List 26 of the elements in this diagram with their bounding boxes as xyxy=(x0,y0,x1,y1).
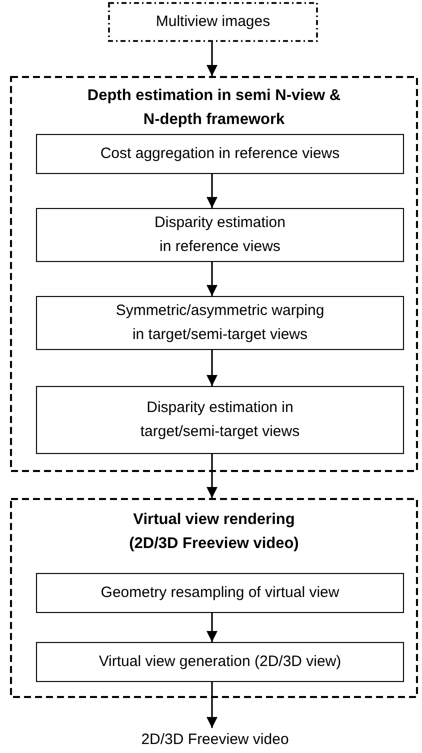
arrow xyxy=(206,454,218,498)
box-label: Virtual view generation (2D/3D view) xyxy=(98,652,342,672)
box-label: Multiview images xyxy=(156,12,270,32)
process-box xyxy=(36,134,404,174)
box-label: Disparity estimation in reference views xyxy=(154,213,286,257)
arrow xyxy=(206,350,218,386)
process-box xyxy=(36,208,404,262)
input-box xyxy=(108,2,318,42)
arrow xyxy=(206,174,218,208)
arrow xyxy=(206,262,218,296)
box-label: Cost aggregation in reference views xyxy=(100,144,340,164)
group-heading: Depth estimation in semi N-view & N-depth framework xyxy=(86,86,342,130)
group-box xyxy=(10,76,418,472)
group-heading: Virtual view rendering (2D/3D Freeview video) xyxy=(128,510,300,554)
box-label: Geometry resampling of virtual view xyxy=(100,583,340,603)
process-box xyxy=(36,642,404,682)
arrow xyxy=(206,682,218,728)
arrow xyxy=(206,613,218,642)
output-label: 2D/3D Freeview video xyxy=(141,730,289,750)
process-box xyxy=(36,386,404,454)
process-box xyxy=(36,573,404,613)
box-label: Symmetric/asymmetric warping in target/semi-target views xyxy=(114,301,326,345)
process-box xyxy=(36,296,404,350)
group-box xyxy=(10,498,418,698)
arrow xyxy=(206,42,218,76)
box-label: Disparity estimation in target/semi-target views xyxy=(139,398,301,442)
